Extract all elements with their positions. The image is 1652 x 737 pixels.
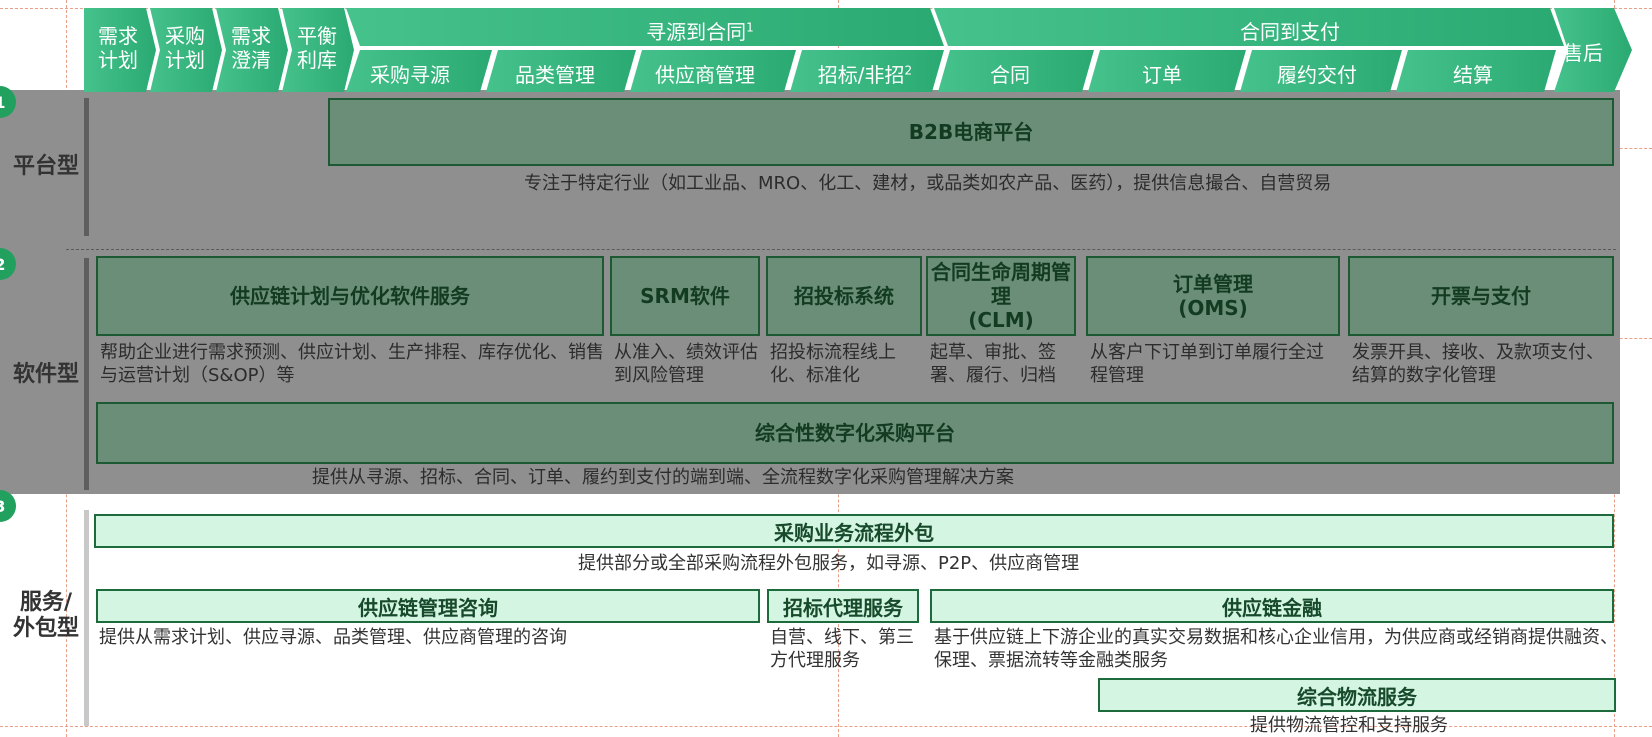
row-label-software: 软件型 [12,362,79,387]
row-label-platform: 平台型 [12,154,79,179]
scm-consulting-desc: 提供从需求计划、供应寻源、品类管理、供应商管理的咨询 [99,627,567,648]
sub-chevron [790,50,944,92]
row-divider-bar [84,510,89,726]
sub-chevron [1396,50,1556,92]
step-label: 需求 澄清 [231,24,271,72]
digital-procurement-platform-desc: 提供从寻源、招标、合同、订单、履约到支付的端到端、全流程数字化采购管理解决方案 [312,467,1014,488]
stage-title-sourcing: 寻源到合同1 [646,20,754,44]
bidding-system-desc: 招投标流程线上化、标准化 [770,342,896,386]
step-label: 平衡 利库 [297,24,337,72]
after-sales-chevron [1554,8,1632,92]
srm-software-box: SRM软件 [610,256,760,336]
b2b-platform-desc: 专注于特定行业（如工业品、MRO、化工、建材，或品类如农产品、医药），提供信息撮… [524,173,1332,194]
digital-procurement-platform-box: 综合性数字化采购平台 [96,402,1614,464]
row-number-badge: 3 [0,490,16,522]
sub-chevron [630,50,796,92]
process-arrow-bar [84,8,1632,92]
sub-chevron [1240,50,1402,92]
stage-chevron [346,8,944,46]
sub-chevron [938,50,1094,92]
row-number-badge: 1 [0,86,16,118]
row-separator [66,249,1616,250]
sub-chevron [1088,50,1246,92]
oms-box: 订单管理 (OMS) [1086,256,1340,336]
sub-chevron [486,50,636,92]
sub-stage-label: 履约交付 [1277,63,1357,87]
guide-line [1600,338,1652,339]
after-sales-label: 售后 [1563,41,1603,65]
sub-stage-label: 结算 [1453,63,1493,87]
invoice-payment-box: 开票与支付 [1348,256,1614,336]
scm-consulting-box: 供应链管理咨询 [96,589,760,623]
b2b-platform-box: B2B电商平台 [328,98,1614,166]
sub-stage-label: 供应商管理 [655,63,755,87]
supply-chain-finance-box: 供应链金融 [930,589,1614,623]
logistics-service-box: 综合物流服务 [1098,678,1616,712]
sub-stage-label: 品类管理 [515,63,595,87]
step-chevron [150,8,222,92]
oms-desc: 从客户下订单到订单履行全过程管理 [1090,342,1324,386]
stage-title-payment: 合同到支付 [1240,20,1340,44]
sub-stage-label: 招标/非招2 [817,63,913,87]
clm-box: 合同生命周期管理 (CLM) [926,256,1076,336]
scp-software-desc: 帮助企业进行需求预测、供应计划、生产排程、库存优化、销售与运营计划（S&OP）等 [100,342,604,386]
stage-chevron [934,8,1564,46]
scp-software-box: 供应链计划与优化软件服务 [96,256,604,336]
row-label-service: 服务/ 外包型 [12,590,79,641]
clm-desc: 起草、审批、签署、履行、归档 [930,342,1056,386]
bidding-agency-box: 招标代理服务 [767,589,919,623]
sub-stage-label: 订单 [1142,63,1182,87]
procurement-outsourcing-desc: 提供部分或全部采购流程外包服务，如寻源、P2P、供应商管理 [578,553,1080,574]
bidding-system-box: 招投标系统 [766,256,922,336]
step-chevron [216,8,288,92]
step-chevron [84,8,156,92]
srm-software-desc: 从准入、绩效评估到风险管理 [614,342,758,386]
procurement-outsourcing-box: 采购业务流程外包 [94,514,1614,548]
step-label: 需求 计划 [98,24,138,72]
guide-line [0,726,1652,727]
step-label: 采购 计划 [165,24,205,72]
row-divider-bar [84,98,89,236]
invoice-payment-desc: 发票开具、接收、及款项支付、结算的数字化管理 [1352,342,1604,386]
sub-stage-label: 合同 [990,63,1030,87]
sub-stage-label: 采购寻源 [370,63,450,87]
step-chevron [282,8,354,92]
row-number-badge: 2 [0,248,16,280]
supply-chain-finance-desc: 基于供应链上下游企业的真实交易数据和核心企业信用，为供应商或经销商提供融资、保理… [934,627,1618,671]
sub-chevron [346,50,492,92]
row-divider-bar [84,258,89,490]
logistics-service-desc: 提供物流管控和支持服务 [1250,715,1448,736]
bidding-agency-desc: 自营、线下、第三方代理服务 [770,627,914,671]
guide-line [1600,148,1652,149]
